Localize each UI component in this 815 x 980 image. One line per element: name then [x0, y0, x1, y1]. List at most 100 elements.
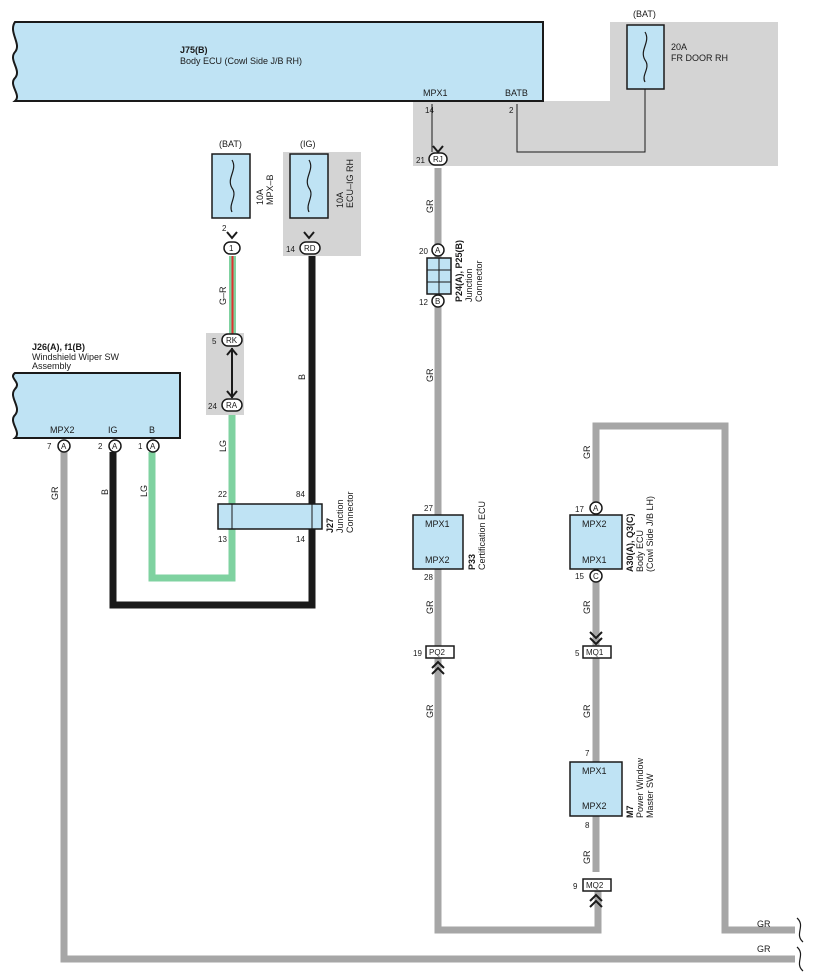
wire-label-b-1: B	[100, 489, 110, 495]
j26-conn-ig-label: A	[112, 442, 118, 451]
wire-label-gr-7: GR	[582, 704, 592, 718]
j26-pin-b: 1	[138, 442, 143, 451]
p33-code: P33	[467, 554, 477, 570]
a30-pin-top: 17	[575, 505, 584, 514]
conn-rd	[299, 241, 321, 255]
a30-line2: (Cowl Side J/B LH)	[645, 496, 655, 572]
j75-pin-batb: 2	[509, 106, 514, 115]
conn-rj	[428, 152, 448, 166]
m7-pin-bot: 8	[585, 821, 590, 830]
wire-label-gr-1: GR	[425, 199, 435, 213]
m7-pin-top: 7	[585, 749, 590, 758]
wire-label-g-r: G–R	[218, 286, 228, 305]
j75-mpx1: MPX1	[423, 88, 448, 98]
fuse-ecuig-source: (IG)	[300, 139, 316, 149]
p33-mpx2: MPX2	[425, 555, 450, 565]
j75-name: Body ECU (Cowl Side J/B RH)	[180, 56, 302, 66]
p33-cert-ecu	[412, 514, 464, 570]
conn-rj-label: RJ	[433, 155, 443, 164]
j26-pin-ig: 2	[98, 442, 103, 451]
a30-code: A30(A), Q3(C)	[625, 513, 635, 572]
conn-ra	[221, 398, 243, 412]
j27-pin14: 14	[296, 535, 305, 544]
wire-label-gr-4: GR	[425, 704, 435, 718]
conn-mq2	[582, 878, 612, 892]
wire-label-gr-5: GR	[582, 445, 592, 459]
fuse-fr-door	[626, 24, 665, 90]
a30-conn-top-label: A	[593, 504, 599, 513]
wire-label-gr-6: GR	[582, 600, 592, 614]
j75-batb: BATB	[505, 88, 528, 98]
j26-line2: Assembly	[32, 361, 72, 371]
mq2-pin: 9	[573, 882, 578, 891]
p24-code: P24(A), P25(B)	[454, 240, 464, 302]
wire-gr-mpx2	[60, 452, 795, 963]
p24-conn-b	[431, 294, 445, 308]
j26-line1: Windshield Wiper SW	[32, 352, 120, 362]
wire-label-lg-2: LG	[218, 440, 228, 452]
j26-conn-b-label: A	[150, 442, 156, 451]
j26-conn-b	[146, 439, 160, 453]
wire-label-gr-10: GR	[757, 919, 771, 929]
p33-mpx1: MPX1	[425, 519, 450, 529]
j26-conn-ig	[108, 439, 122, 453]
rj-pin: 21	[416, 156, 425, 165]
conn-rk-label: RK	[226, 336, 238, 345]
m7-code: M7	[625, 805, 635, 818]
j27-pin22: 22	[218, 490, 227, 499]
rk-pin: 5	[212, 337, 217, 346]
mq1-pin: 5	[575, 649, 580, 658]
j75-code: J75(B)	[180, 45, 208, 55]
a30-mpx1: MPX1	[582, 555, 607, 565]
fuse-fr-amp: 20A	[671, 42, 687, 52]
j75-shade-area	[413, 22, 778, 166]
j26-ig: IG	[108, 425, 118, 435]
fuse-ecuig-pin: 14	[286, 245, 295, 254]
p24-conn-a	[431, 243, 445, 257]
wire-b-ig	[109, 256, 316, 609]
j27-line1: Junction	[335, 499, 345, 533]
wire-label-b-2: B	[297, 374, 307, 380]
m7-mpx2: MPX2	[582, 801, 607, 811]
p33-name: Certification ECU	[477, 501, 487, 570]
a30-mpx2: MPX2	[582, 519, 607, 529]
conn-pq2-label: PQ2	[429, 648, 446, 657]
j26-code: J26(A), f1(B)	[32, 342, 85, 352]
conn-mq2-label: MQ2	[586, 881, 604, 890]
p24-conn-a-label: A	[435, 246, 441, 255]
p24-line1: Junction	[464, 268, 474, 302]
j27-code: J27	[325, 518, 335, 533]
wire-label-lg-1: LG	[139, 485, 149, 497]
fuse-mpxb-source: (BAT)	[219, 139, 242, 149]
j26-wiper-sw	[12, 372, 181, 439]
pq2-pin: 19	[413, 649, 422, 658]
fuse-ecuig	[289, 153, 329, 219]
fuse-fr-name: FR DOOR RH	[671, 53, 728, 63]
wire-break-top	[796, 917, 804, 943]
conn-ra-label: RA	[226, 401, 238, 410]
conn-mq1	[582, 645, 612, 659]
fuse-ecuig-amp: 10A	[335, 192, 345, 208]
j27-line2: Connector	[345, 491, 355, 533]
a30-conn-top	[589, 501, 603, 515]
ra-pin: 24	[208, 402, 217, 411]
fuse-mpxb-name: MPX–B	[265, 174, 275, 205]
fuse-fr-source: (BAT)	[633, 9, 656, 19]
p33-pin-top: 27	[424, 504, 433, 513]
j75-pin-mpx1: 14	[425, 106, 434, 115]
j27-pin84: 84	[296, 490, 305, 499]
p24-pin-b: 12	[419, 298, 428, 307]
wire-gr-a30	[592, 422, 795, 934]
m7-mpx1: MPX1	[582, 766, 607, 776]
fuse-ecuig-name: ECU–IG RH	[345, 159, 355, 208]
j26-mpx2: MPX2	[50, 425, 75, 435]
wire-lg	[148, 415, 236, 582]
m7-line1: Power Window	[635, 757, 645, 818]
conn-1	[223, 241, 241, 255]
fuse-mpxb-pin: 2	[222, 224, 227, 233]
wire-label-gr-11: GR	[757, 944, 771, 954]
conn-mq1-label: MQ1	[586, 648, 604, 657]
j26-conn-mpx2-label: A	[61, 442, 67, 451]
conn-rd-label: RD	[304, 244, 316, 253]
